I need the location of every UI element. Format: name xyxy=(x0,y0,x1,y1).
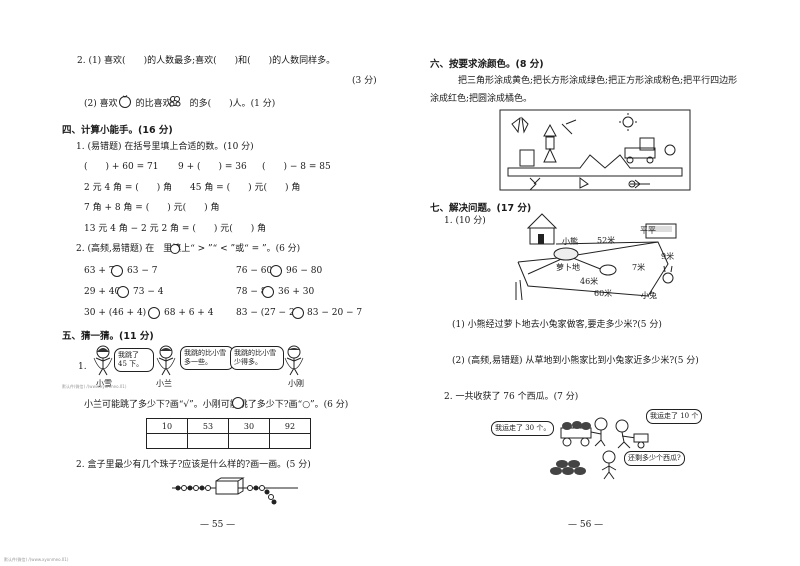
speech-bubble-2: 我跳的比小雪多一些。 xyxy=(180,346,234,370)
map-label-xiaoxiong: 小熊 xyxy=(562,237,578,246)
compare-left: 78 − 8 xyxy=(236,287,267,297)
cart-with-watermelons-icon xyxy=(560,417,608,447)
fill-blank-7: 13 元 4 角 − 2 元 2 角 = ( ) 元( ) 角 xyxy=(84,224,267,234)
table-cell[interactable]: 53 xyxy=(187,418,229,434)
speech-bubble-30: 我运走了 30 个。 xyxy=(491,421,555,436)
question-2-part-1-score: (3 分) xyxy=(352,76,377,86)
section-7-question-1: 1. (10 分) xyxy=(444,216,486,226)
watermelon-pile-icon xyxy=(550,460,586,475)
section-5-title: 五、猜一猜。(11 分) xyxy=(62,331,154,342)
compare-circle-icon xyxy=(292,307,304,319)
compare-circle-icon xyxy=(170,244,180,254)
watermark-left-bottom: 默认件(微信) /(www.xyonmeo.01) xyxy=(4,557,69,562)
girl-jumping-icon xyxy=(156,345,176,376)
table-cell[interactable]: 30 xyxy=(228,418,270,434)
shapes-picture xyxy=(499,109,691,191)
compare-circle-icon xyxy=(148,307,160,319)
fill-blank-1: ( ) + 60 = 71 xyxy=(84,162,159,172)
section-6-instruction-line-2: 涂成红色;把圆涂成橘色。 xyxy=(430,94,533,104)
boy-jumping-icon xyxy=(284,345,304,376)
animal-with-cart-icon xyxy=(615,419,649,449)
beads-with-box-icon xyxy=(172,477,298,505)
section-6-title: 六、按要求涂颜色。(8 分) xyxy=(430,59,544,70)
map-distance-top: 52米 xyxy=(597,236,616,245)
guess-table: 10 53 30 92 xyxy=(146,418,311,449)
fill-blank-5: 45 角 = ( ) 元( ) 角 xyxy=(190,183,301,193)
map-distance-small: 7米 xyxy=(632,263,646,272)
route-map xyxy=(515,213,677,301)
grapes-icon xyxy=(169,96,181,107)
table-cell[interactable] xyxy=(228,433,270,449)
fill-blank-4: 2 元 4 角 = ( ) 角 xyxy=(84,183,173,193)
fruit-icon xyxy=(119,95,131,108)
compare-left: 30 + (46 + 4) xyxy=(84,308,147,318)
map-distance-right: 9米 xyxy=(661,252,675,261)
compare-right: 96 − 80 xyxy=(286,266,323,276)
table-cell[interactable] xyxy=(187,433,229,449)
table-cell[interactable] xyxy=(146,433,188,449)
compare-right: 36 + 30 xyxy=(278,287,315,297)
section-7-question-2: 2. 一共收获了 76 个西瓜。(7 分) xyxy=(444,392,579,402)
section-5-question-2: 2. 盒子里最少有几个珠子?应该是什么样的?画一画。(5 分) xyxy=(76,460,311,470)
section-4-question-1: 1. (易错题) 在括号里填上合适的数。(10 分) xyxy=(76,142,254,152)
compare-left: 76 − 60 xyxy=(236,266,273,276)
child-icon xyxy=(601,450,617,480)
speech-bubble-remaining: 还剩多少个西瓜? xyxy=(624,451,685,466)
draw-circle-icon xyxy=(232,397,244,409)
map-label-cottage: 平平 xyxy=(640,226,656,235)
compare-left: 29 + 40 xyxy=(84,287,121,297)
section-5-question-1-text: 小兰可能跳了多少下?画“√”。小刚可能跳了多少下?画“○”。(6 分) xyxy=(84,400,349,410)
compare-circle-icon xyxy=(117,286,129,298)
kid-name-xiaoxue: 小雪 xyxy=(96,379,112,388)
kid-name-xiaogang: 小刚 xyxy=(288,379,304,388)
girl-jumping-icon xyxy=(93,345,113,376)
compare-left: 83 − (27 − 20) xyxy=(236,308,304,318)
speech-bubble-10: 我运走了 10 个 xyxy=(646,409,703,424)
map-distance-bottom: 60米 xyxy=(594,289,613,298)
table-cell[interactable]: 92 xyxy=(269,418,311,434)
compare-right: 68 + 6 + 4 xyxy=(164,308,214,318)
section-6-instruction-line-1: 把三角形涂成黄色;把长方形涂成绿色;把正方形涂成粉色;把平行四边形 xyxy=(458,76,738,86)
watermark-left-mid: 默认件(微信) /(www.xyonmeo.01) xyxy=(62,384,127,389)
kid-name-xiaolan: 小兰 xyxy=(156,379,172,388)
speech-bubble-3: 我跳的比小雪少得多。 xyxy=(230,346,284,370)
compare-right: 83 − 20 − 7 xyxy=(307,308,363,318)
section-4-title: 四、计算小能手。(16 分) xyxy=(62,125,173,136)
section-7-title: 七、解决问题。(17 分) xyxy=(430,203,532,214)
question-2-part-1: 2. (1) 喜欢( )的人数最多;喜欢( )和( )的人数同样多。 xyxy=(77,56,336,66)
compare-right: 73 − 4 xyxy=(133,287,164,297)
page-number-right: — 56 — xyxy=(568,520,604,530)
compare-circle-icon xyxy=(262,286,274,298)
section-5-question-1-number: 1. xyxy=(78,362,87,372)
fill-blank-2: 9 + ( ) = 36 xyxy=(178,162,247,172)
compare-left: 63 + 7 xyxy=(84,266,115,276)
fill-blank-6: 7 角 + 8 角 = ( ) 元( ) 角 xyxy=(84,203,220,213)
map-distance-middle: 46米 xyxy=(580,277,599,286)
speech-bubble-1: 我跳了 45 下。 xyxy=(114,348,154,372)
page-number-left: — 55 — xyxy=(200,520,236,530)
fill-blank-3: ( ) − 8 = 85 xyxy=(262,162,331,172)
question-1-part-2: (2) (高频,易错题) 从草地到小熊家比到小兔家近多少米?(5 分) xyxy=(452,356,699,366)
compare-right: 63 − 7 xyxy=(127,266,158,276)
section-4-question-2: 2. (高频,易错题) 在 里填上“ > ”“ < ”或“ = ”。(6 分) xyxy=(76,244,301,254)
question-1-part-1: (1) 小熊经过萝卜地去小兔家做客,要走多少米?(5 分) xyxy=(452,320,662,330)
map-label-field: 萝卜地 xyxy=(556,263,580,272)
compare-circle-icon xyxy=(270,265,282,277)
table-cell[interactable]: 10 xyxy=(146,418,188,434)
map-label-xiaotu: 小兔 xyxy=(641,291,657,300)
compare-circle-icon xyxy=(111,265,123,277)
table-cell[interactable] xyxy=(269,433,311,449)
